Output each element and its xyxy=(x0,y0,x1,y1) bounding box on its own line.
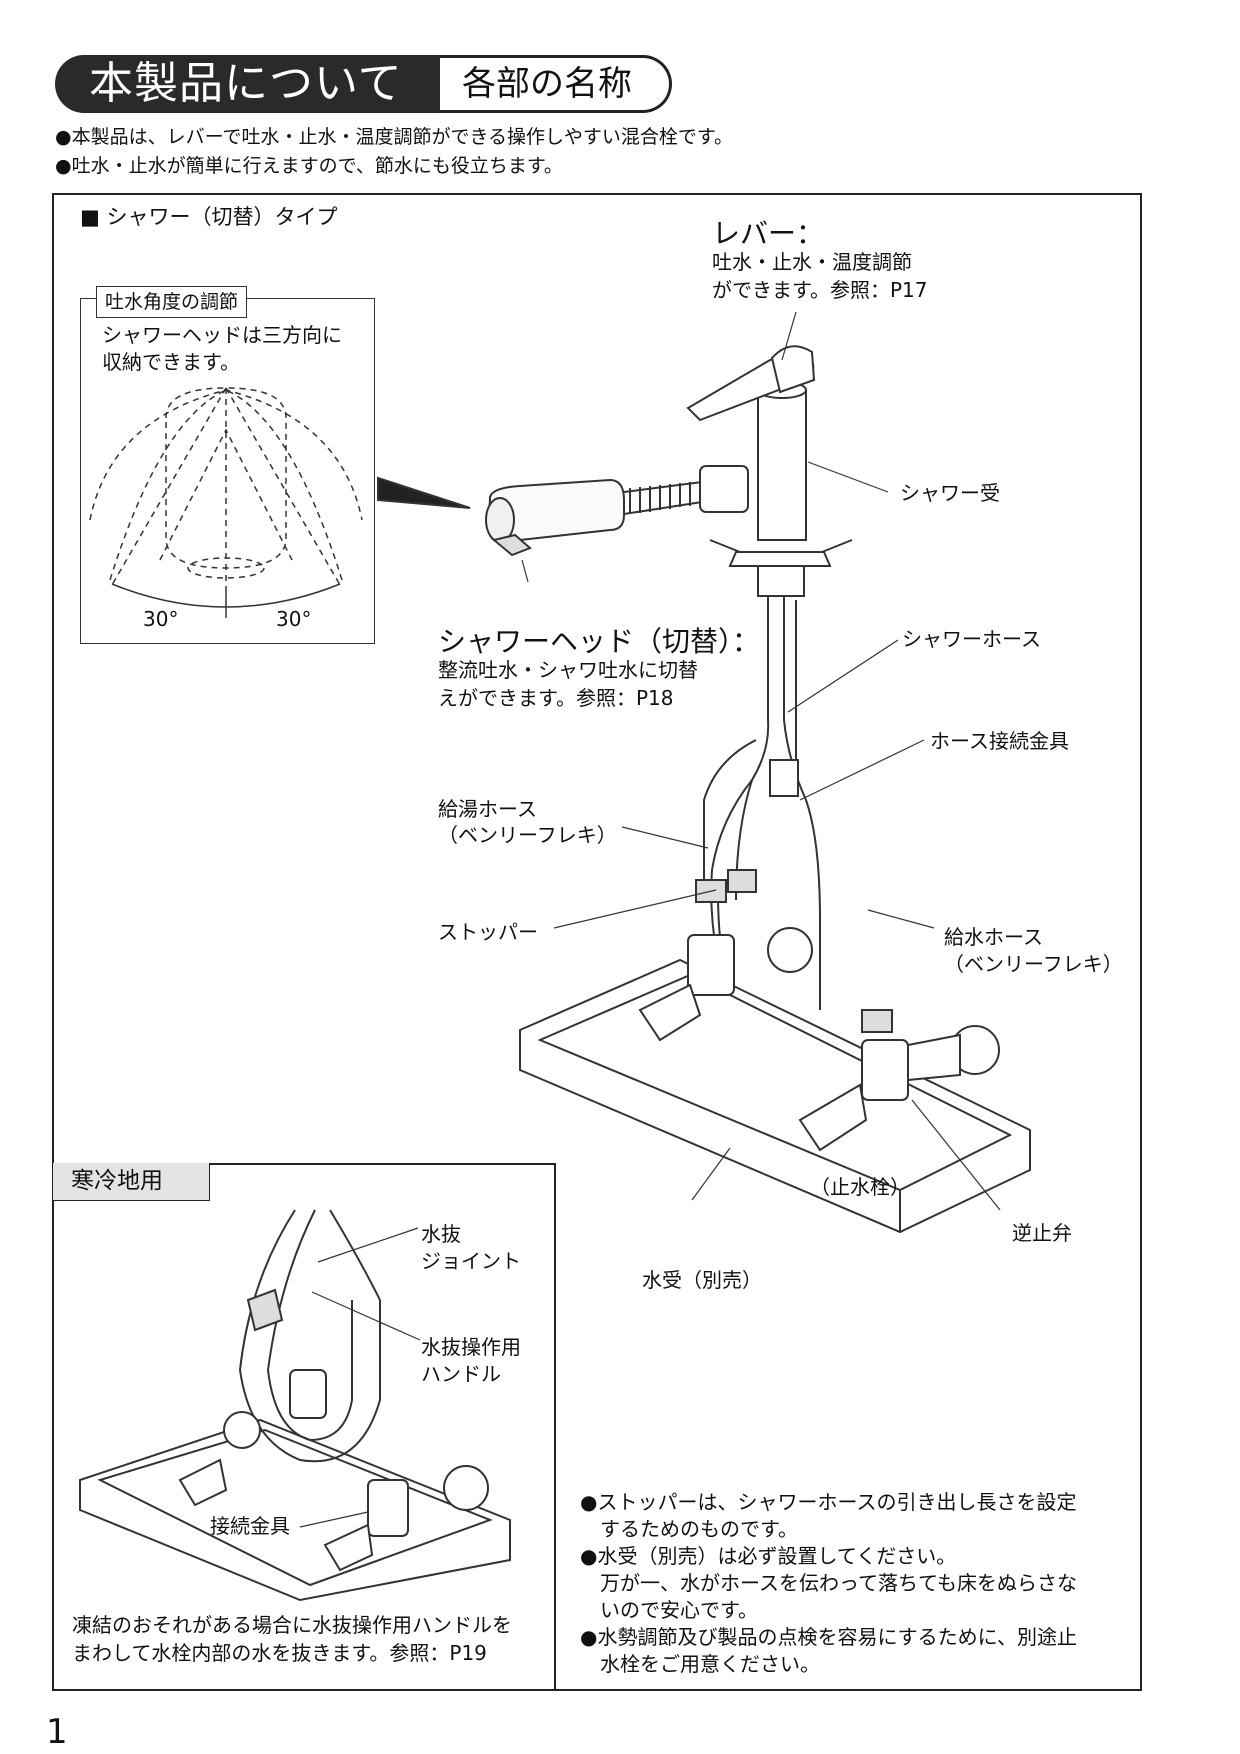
cold-hose-label-1: 給水ホース xyxy=(944,925,1043,949)
diagram-frame xyxy=(52,193,1142,1691)
shower-hose-label: シャワーホース xyxy=(902,627,1041,651)
note-line-4: 万が一、水がホースを伝わって落ちても床をぬらさな xyxy=(580,1571,1077,1595)
check-valve-label: 逆止弁 xyxy=(1012,1221,1072,1245)
hot-hose-label-2: （ベンリーフレキ） xyxy=(438,823,617,847)
cold-note-2: まわして水栓内部の水を抜きます。参照：P19 xyxy=(72,1641,487,1665)
page-title: 本製品について xyxy=(55,55,440,113)
page-number: 1 xyxy=(46,1712,68,1752)
cold-region-box xyxy=(53,1163,556,1691)
note-line-5: いので安心です。 xyxy=(580,1598,758,1622)
shower-head-desc-1: 整流吐水・シャワ吐水に切替 xyxy=(438,658,698,682)
cold-note-1: 凍結のおそれがある場合に水抜操作用ハンドルを xyxy=(72,1613,512,1637)
shower-head-label: シャワーヘッド（切替）： xyxy=(438,625,761,658)
inset-text-1: シャワーヘッドは三方向に xyxy=(102,323,342,347)
inset-text-2: 収納できます。 xyxy=(102,350,240,374)
page-subtitle: 各部の名称 xyxy=(440,55,672,113)
hose-fitting-label: ホース接続金具 xyxy=(930,729,1069,753)
cold-hose-label-2: （ベンリーフレキ） xyxy=(944,952,1123,976)
stopper-label: ストッパー xyxy=(438,920,538,944)
drain-joint-label-2: ジョイント xyxy=(421,1249,521,1273)
note-line-1: ●ストッパーは、シャワーホースの引き出し長さを設定 xyxy=(580,1490,1077,1514)
drain-joint-label-1: 水抜 xyxy=(421,1222,461,1246)
inset-title: 吐水角度の調節 xyxy=(96,286,248,318)
type-heading: ■ シャワー（切替）タイプ xyxy=(80,205,338,229)
lever-desc-2: ができます。参照：P17 xyxy=(712,278,928,302)
angle-right-label: 30° xyxy=(276,607,312,631)
drain-handle-label-2: ハンドル xyxy=(421,1362,501,1386)
note-line-3: ●水受（別売）は必ず設置してください。 xyxy=(580,1544,957,1568)
cold-region-title: 寒冷地用 xyxy=(53,1163,210,1201)
fitting-label: 接続金具 xyxy=(210,1514,290,1538)
water-tray-label: 水受（別売） xyxy=(642,1268,762,1292)
intro-line-2: ●吐水・止水が簡単に行えますので、節水にも役立ちます。 xyxy=(55,155,563,177)
hot-hose-label-1: 給湯ホース xyxy=(438,797,537,821)
shower-head-desc-2: えができます。参照：P18 xyxy=(438,686,674,710)
angle-left-label: 30° xyxy=(143,607,179,631)
stop-valve-label: （止水栓） xyxy=(810,1175,910,1199)
shower-receiver-label: シャワー受 xyxy=(900,481,1000,505)
drain-handle-label-1: 水抜操作用 xyxy=(421,1335,521,1359)
lever-label: レバー： xyxy=(712,217,825,250)
lever-desc-1: 吐水・止水・温度調節 xyxy=(712,250,912,274)
intro-line-1: ●本製品は、レバーで吐水・止水・温度調節ができる操作しやすい混合栓です。 xyxy=(55,126,733,148)
note-line-6: ●水勢調節及び製品の点検を容易にするために、別途止 xyxy=(580,1625,1078,1649)
note-line-2: するためのものです。 xyxy=(580,1517,798,1541)
note-line-7: 水栓をご用意ください。 xyxy=(580,1652,820,1676)
